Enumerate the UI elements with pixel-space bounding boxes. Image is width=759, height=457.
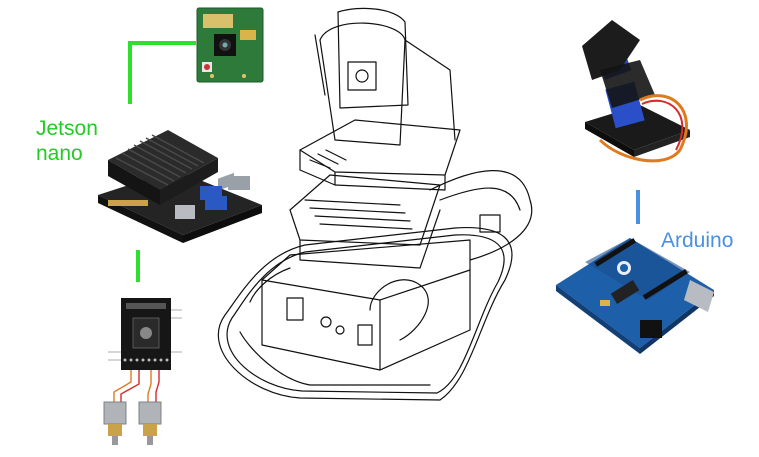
- tracked-robot-icon: [218, 8, 531, 400]
- arduino-label: Arduino: [661, 228, 733, 253]
- jetson-label-line2: nano: [36, 141, 116, 166]
- camera-board-icon: [197, 8, 263, 82]
- jetson-nano-label: Jetson nano: [36, 116, 116, 166]
- heatsink-board-icon: [98, 130, 262, 243]
- jetson-label-line1: Jetson: [36, 116, 116, 141]
- jetson-camera-connector: [130, 43, 196, 104]
- driver-board-icon: [108, 298, 182, 402]
- arduino-board-icon: [556, 238, 714, 354]
- gear-motor-icon: [104, 402, 161, 445]
- servo-mount-icon: [582, 20, 690, 161]
